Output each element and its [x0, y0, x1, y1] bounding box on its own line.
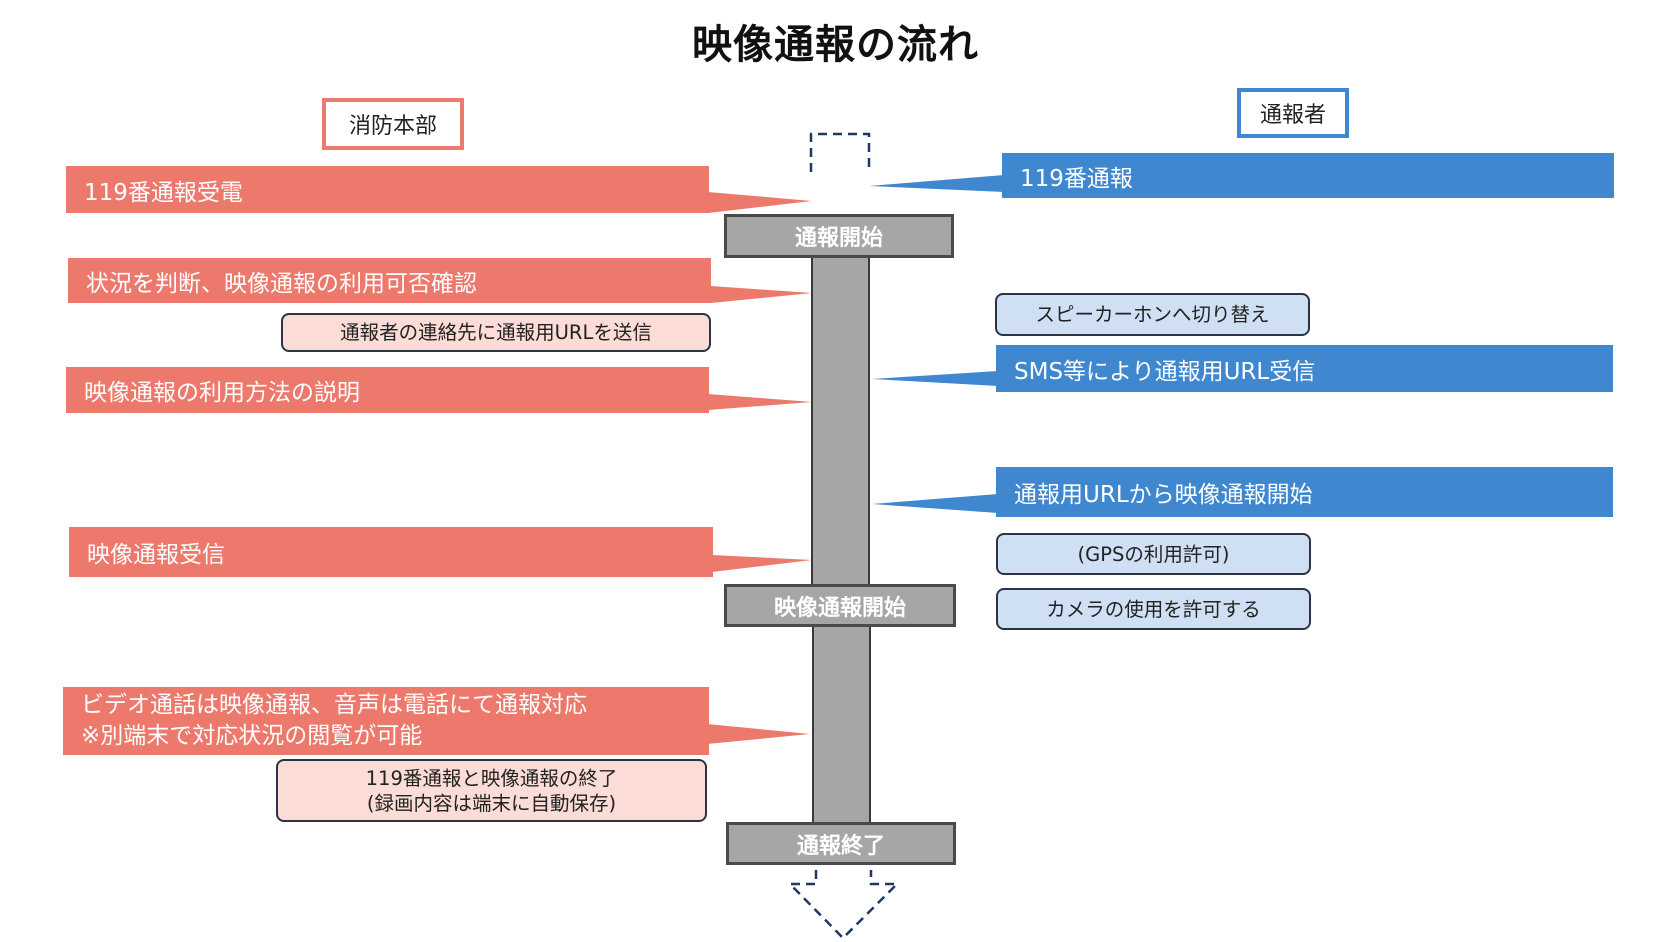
- fire-dept-note-2: 119番通報と映像通報の終了 (録画内容は端末に自動保存): [276, 759, 707, 822]
- timeline-start-dashed: [809, 132, 871, 172]
- pointer-wedge: [711, 286, 812, 303]
- fire-dept-note-1: 通報者の連絡先に通報用URLを送信: [281, 313, 711, 352]
- reporter-header: 通報者: [1237, 88, 1349, 138]
- timeline-segment-1: [811, 255, 870, 586]
- stage-video-start: 映像通報開始: [724, 584, 956, 627]
- fire-dept-note-2-line2: (録画内容は端末に自動保存): [366, 791, 617, 815]
- reporter-step-1: 119番通報: [1002, 153, 1614, 198]
- timeline-segment-2: [812, 624, 871, 825]
- pointer-wedge: [708, 394, 812, 410]
- fire-dept-note-2-line1: 119番通報と映像通報の終了: [365, 766, 618, 790]
- fire-dept-header: 消防本部: [322, 98, 464, 150]
- pointer-wedge: [707, 724, 810, 744]
- reporter-note-2: (GPSの利用許可): [996, 533, 1311, 575]
- reporter-note-3: カメラの使用を許可する: [996, 588, 1311, 630]
- timeline-end-arrow: [787, 870, 901, 940]
- pointer-wedge: [872, 494, 998, 513]
- fire-dept-step-3: 映像通報の利用方法の説明: [66, 367, 709, 413]
- fire-dept-step-2: 状況を判断、映像通報の利用可否確認: [68, 258, 711, 303]
- reporter-step-3: 通報用URLから映像通報開始: [996, 467, 1613, 517]
- fire-dept-step-5-line1: ビデオ通話は映像通報、音声は電話にて通報対応: [81, 692, 587, 718]
- fire-dept-step-4: 映像通報受信: [69, 527, 713, 577]
- fire-dept-step-5-line2: ※別端末で対応状況の閲覧が可能: [81, 723, 423, 749]
- fire-dept-step-5: ビデオ通話は映像通報、音声は電話にて通報対応 ※別端末で対応状況の閲覧が可能: [63, 687, 709, 755]
- pointer-wedge: [708, 192, 812, 213]
- pointer-wedge: [869, 175, 1004, 192]
- fire-dept-step-1: 119番通報受電: [66, 166, 709, 213]
- reporter-note-1: スピーカーホンへ切り替え: [995, 293, 1310, 336]
- stage-call-end: 通報終了: [726, 822, 956, 865]
- pointer-wedge: [872, 371, 998, 386]
- pointer-wedge: [712, 555, 812, 572]
- stage-call-start: 通報開始: [724, 214, 954, 258]
- page-title: 映像通報の流れ: [692, 22, 979, 68]
- reporter-step-2: SMS等により通報用URL受信: [996, 345, 1613, 392]
